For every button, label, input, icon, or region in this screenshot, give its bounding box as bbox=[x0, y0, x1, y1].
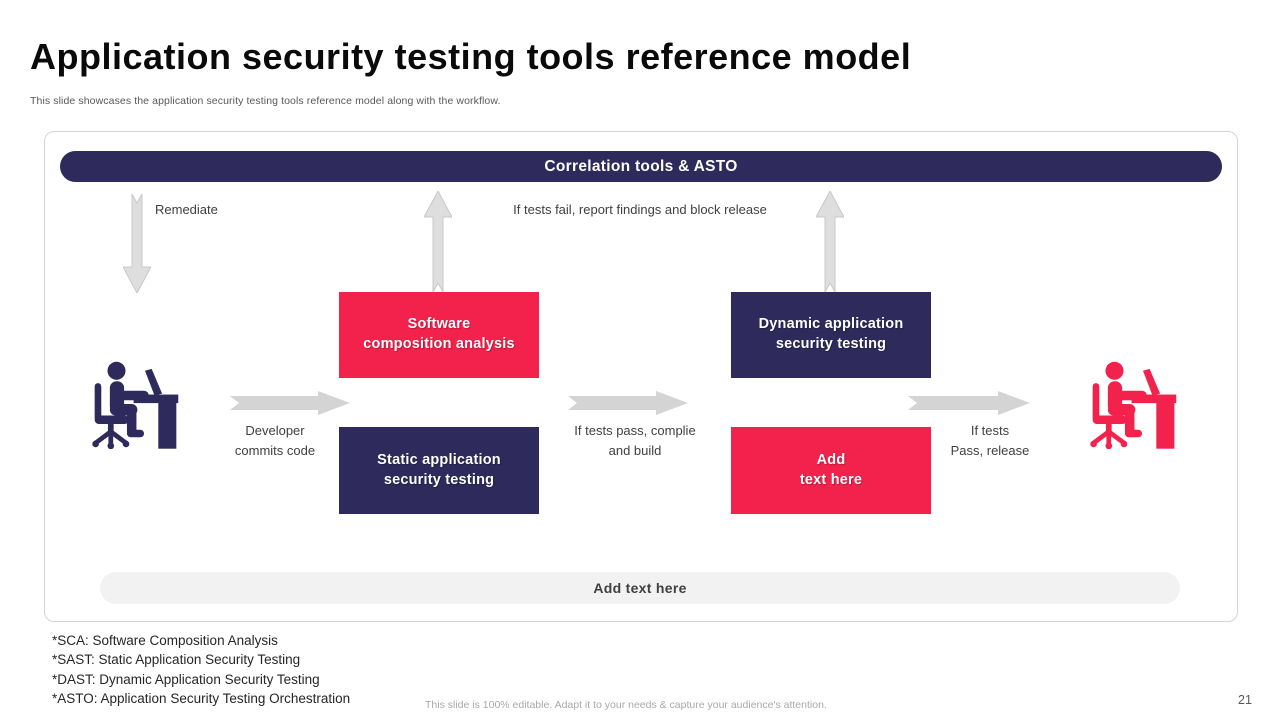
developer-at-desk-icon bbox=[92, 361, 179, 450]
label-developer-commits: Developer commits code bbox=[234, 423, 316, 458]
diagram-header-label: Correlation tools & ASTO bbox=[544, 157, 738, 175]
arrow-down-remediate-icon bbox=[123, 194, 151, 293]
box-dynamic-application-security-testing: Dynamic application security testing bbox=[731, 292, 931, 378]
arrow-right-commit-icon bbox=[230, 391, 350, 415]
label-tests-pass-build: If tests pass, complie and build bbox=[574, 423, 696, 458]
page-number: 21 bbox=[1238, 693, 1252, 707]
label-tests-pass-release: If tests Pass, release bbox=[950, 423, 1030, 458]
footnote-asto: *ASTO: Application Security Testing Orch… bbox=[52, 691, 351, 707]
release-user-at-desk-icon bbox=[1090, 361, 1177, 450]
arrow-right-release-icon bbox=[908, 391, 1030, 415]
footnotes: *SCA: Software Composition Analysis *SAS… bbox=[52, 631, 350, 709]
label-remediate: Remediate bbox=[155, 202, 218, 217]
bottom-add-text-placeholder[interactable]: Add text here bbox=[100, 572, 1180, 604]
page-subtitle: This slide showcases the application sec… bbox=[30, 95, 501, 107]
label-tests-fail: If tests fail, report findings and block… bbox=[513, 202, 767, 217]
arrow-right-build-icon bbox=[568, 391, 688, 415]
footnote-sast: *SAST: Static Application Security Testi… bbox=[52, 652, 301, 668]
box-software-composition-analysis: Software composition analysis bbox=[339, 292, 539, 378]
arrow-up-sca-icon bbox=[424, 191, 452, 292]
arrow-up-dast-icon bbox=[816, 191, 844, 292]
box-add-text-placeholder[interactable]: Add text here bbox=[731, 427, 931, 514]
editable-disclaimer: This slide is 100% editable. Adapt it to… bbox=[425, 699, 827, 711]
page-title: Application security testing tools refer… bbox=[30, 36, 912, 77]
footnote-sca: *SCA: Software Composition Analysis bbox=[52, 633, 278, 648]
footnote-dast: *DAST: Dynamic Application Security Test… bbox=[52, 671, 320, 687]
box-static-application-security-testing: Static application security testing bbox=[339, 427, 539, 514]
diagram-header-banner: Correlation tools & ASTO bbox=[60, 151, 1222, 182]
diagram-frame bbox=[44, 131, 1238, 622]
